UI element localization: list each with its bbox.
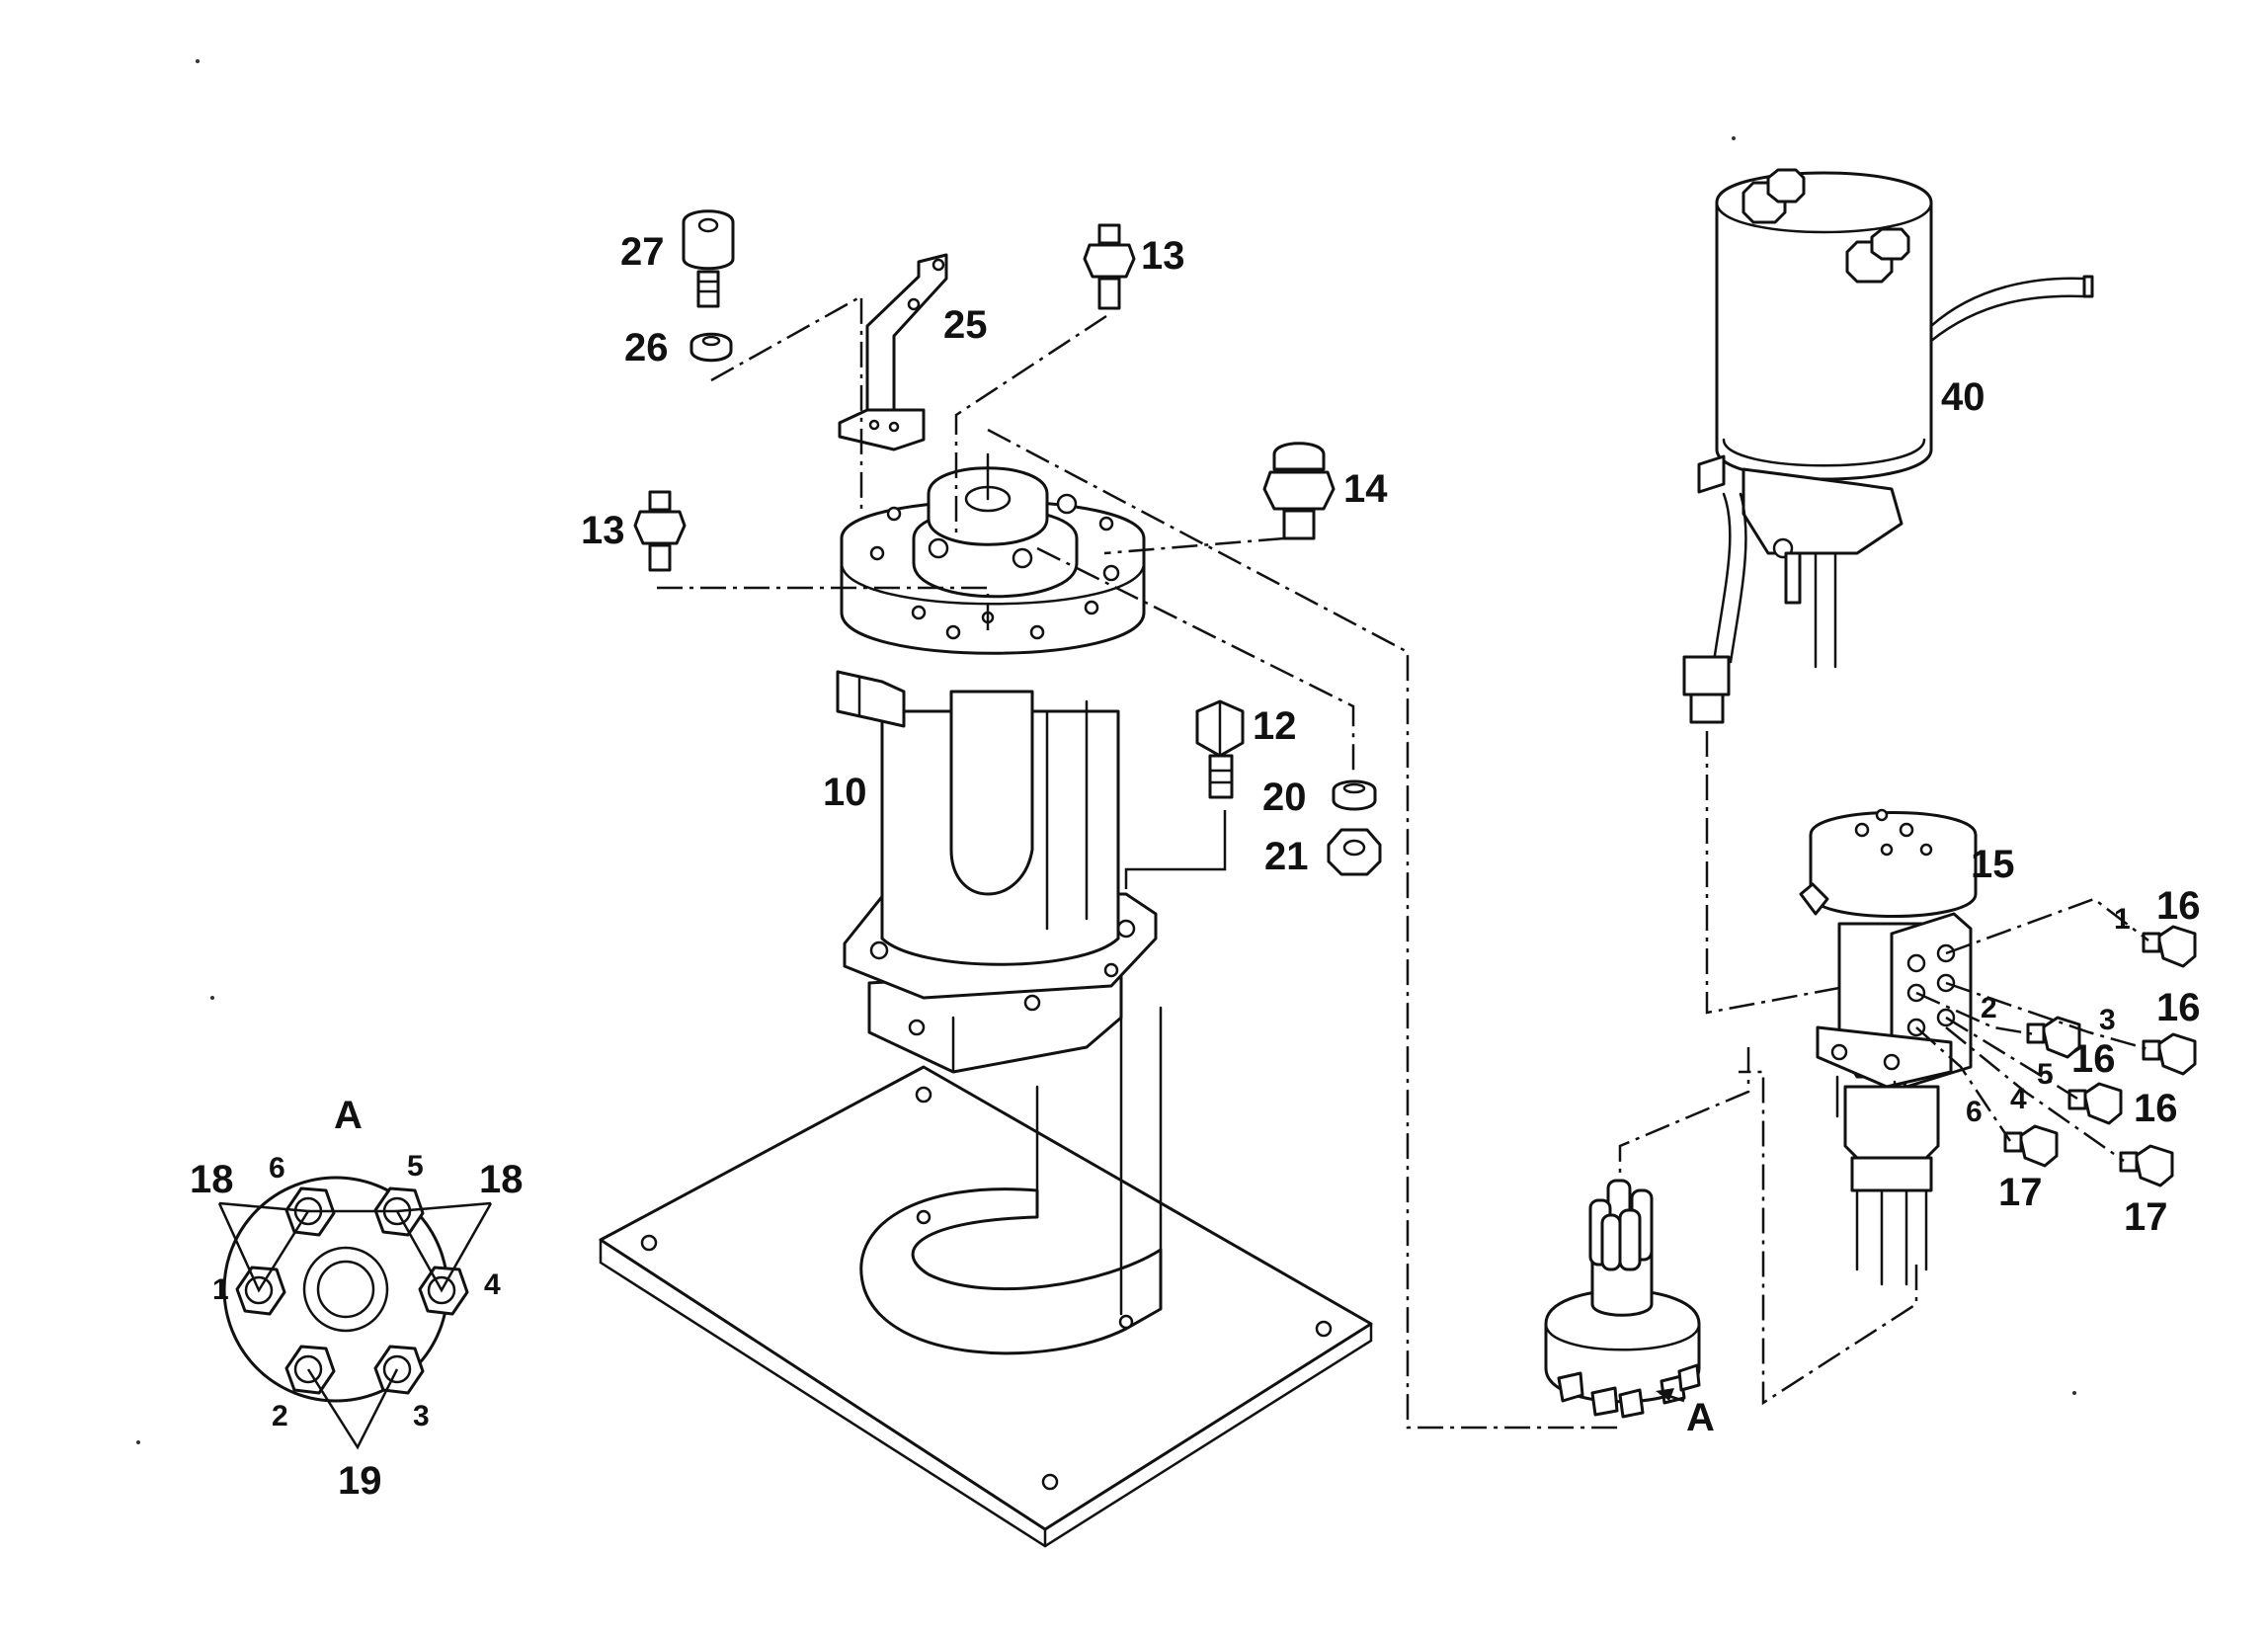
- detail-port-label-3: 3: [413, 1400, 430, 1432]
- valve-port-6: 6: [1966, 1096, 1983, 1128]
- fitting-13-upper: [1083, 223, 1136, 310]
- callout-21: 21: [1264, 835, 1309, 878]
- callout-40: 40: [1941, 375, 1985, 419]
- callout-15: 15: [1971, 843, 2015, 886]
- callout-17-port-6: 17: [1998, 1171, 2043, 1214]
- callout-13-left: 13: [581, 509, 625, 552]
- fitting-16-port-5: [2067, 1082, 2123, 1125]
- bolt-12: [1195, 699, 1245, 799]
- valve-block-15: [1799, 808, 1978, 1286]
- valve-port-3: 3: [2099, 1004, 2116, 1036]
- callout-17-port-4: 17: [2124, 1195, 2168, 1239]
- callout-25: 25: [943, 303, 988, 347]
- callout-16-port-5: 16: [2134, 1087, 2178, 1130]
- base-plate: [599, 986, 1373, 1548]
- callout-16-port-3: 16: [2156, 986, 2201, 1029]
- detail-port-label-1: 1: [212, 1273, 229, 1306]
- main-column-unit: [836, 452, 1158, 1074]
- fitting-13-left: [633, 490, 687, 572]
- callout-labels: 27 26 25 13 13 14 12 20 21 10 40 15 16 1…: [581, 230, 2201, 1239]
- callout-27: 27: [620, 230, 665, 274]
- valve-port-numbers: 1 2 3 4 5 6: [1966, 903, 2131, 1128]
- washer-20: [1332, 779, 1377, 811]
- view-a-marker: A: [1686, 1396, 1715, 1439]
- detail-port-label-4: 4: [484, 1268, 501, 1301]
- detail-view-a: [217, 1176, 493, 1450]
- nut-21: [1327, 828, 1382, 876]
- leader-lines: [657, 293, 2149, 1430]
- callout-26: 26: [624, 326, 669, 369]
- detail-port-1: [235, 1266, 286, 1316]
- motor-40: [1682, 168, 2094, 724]
- callout-16-port-2: 16: [2071, 1037, 2116, 1081]
- detail-port-3: [373, 1345, 425, 1395]
- callout-16-port-1: 16: [2156, 884, 2201, 928]
- detail-view-labels: A 18 18 19 1 2 3 4 5 6: [190, 1094, 524, 1503]
- washer: [689, 332, 733, 363]
- cap-screw: [682, 209, 735, 308]
- fitting-17-port-4: [2119, 1144, 2174, 1187]
- callout-13-upper: 13: [1141, 234, 1185, 278]
- fitting-16-port-1: [2142, 925, 2197, 968]
- callout-20: 20: [1262, 776, 1307, 819]
- detail-port-label-2: 2: [272, 1400, 288, 1432]
- callout-12: 12: [1253, 704, 1297, 748]
- swivel-connector: [1544, 1179, 1701, 1419]
- detail-callout-18-right: 18: [479, 1158, 524, 1201]
- detail-callout-19: 19: [338, 1459, 382, 1503]
- detail-port-label-5: 5: [407, 1150, 424, 1183]
- valve-port-4: 4: [2010, 1083, 2027, 1115]
- valve-port-5: 5: [2037, 1058, 2054, 1091]
- fitting-14: [1262, 442, 1336, 540]
- callout-10: 10: [823, 771, 867, 814]
- detail-view-title: A: [334, 1094, 363, 1137]
- bracket: [838, 253, 948, 451]
- detail-callout-18-left: 18: [190, 1158, 234, 1201]
- callout-14: 14: [1343, 467, 1388, 511]
- fitting-16-port-3: [2142, 1032, 2197, 1076]
- valve-port-2: 2: [1981, 992, 1997, 1024]
- valve-port-1: 1: [2114, 903, 2131, 936]
- detail-port-label-6: 6: [269, 1152, 285, 1185]
- fitting-17-port-6: [2003, 1124, 2059, 1168]
